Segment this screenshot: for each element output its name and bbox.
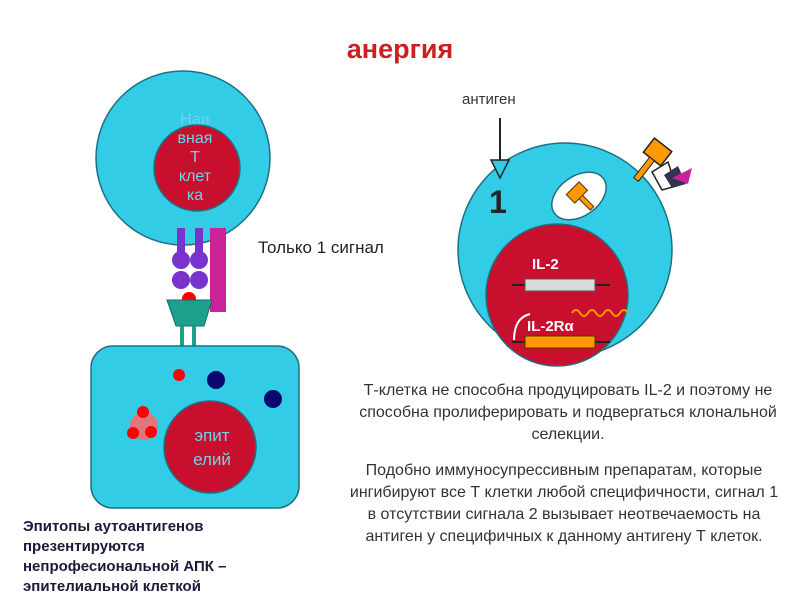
mhc-anchor: [192, 326, 196, 346]
epithelium-label: эпит елий: [172, 424, 252, 472]
signal-one-number: 1: [489, 184, 507, 220]
il2ra-gene-bar: [524, 335, 596, 349]
tcr-domain: [172, 251, 190, 269]
epithelium-text: эпит елий: [193, 426, 231, 469]
antigen-dot: [173, 369, 185, 381]
transcription-start: [513, 313, 531, 341]
tcr-domain: [190, 271, 208, 289]
il2-gene-label: IL-2: [532, 256, 559, 273]
self-protein-dot: [207, 371, 225, 389]
il2-receptor-complex: [632, 137, 673, 183]
signal-label: Только 1 сигнал: [258, 238, 384, 257]
receptor-chain-magenta: [672, 168, 692, 184]
tcr-domain: [172, 271, 190, 289]
tcr-chain-right: [195, 228, 203, 262]
il2ra-mrna: [571, 309, 629, 317]
cd28-receptor: [210, 228, 226, 312]
anergic-t-cell-nucleus: [485, 223, 629, 367]
mhc-molecule: [166, 299, 213, 327]
il2ra-gene-label: IL-2Rα: [527, 318, 574, 335]
epithelial-nucleus: [163, 400, 257, 494]
epitope-caption: Эпитопы аутоантигенов презентируются неп…: [23, 518, 227, 595]
tcr-domain: [190, 251, 208, 269]
internalized-receptor: [565, 181, 595, 211]
explanation-paragraph-1: Т-клетка не способна продуцировать IL-2 …: [359, 382, 777, 443]
explanation-paragraph-2: Подобно иммуносупрессивным препаратам, к…: [349, 462, 779, 545]
naive-t-cell-label: Наи вная Т клет ка: [160, 110, 230, 205]
naive-t-cell-nucleus: [153, 124, 241, 212]
antigen-dot: [127, 427, 139, 439]
antigen-arrow-head: [489, 159, 511, 180]
il2-gene-bar: [524, 278, 596, 292]
tcr-chain-left: [177, 228, 185, 262]
antigen-dot: [137, 406, 149, 418]
naive-t-cell-text: Наи вная Т клет ка: [177, 111, 213, 204]
antigen-label: антиген: [462, 91, 516, 108]
antigen-dot: [145, 426, 157, 438]
self-protein-dot: [264, 390, 282, 408]
slide-title: анергия: [346, 34, 454, 64]
mhc-anchor: [180, 326, 184, 346]
